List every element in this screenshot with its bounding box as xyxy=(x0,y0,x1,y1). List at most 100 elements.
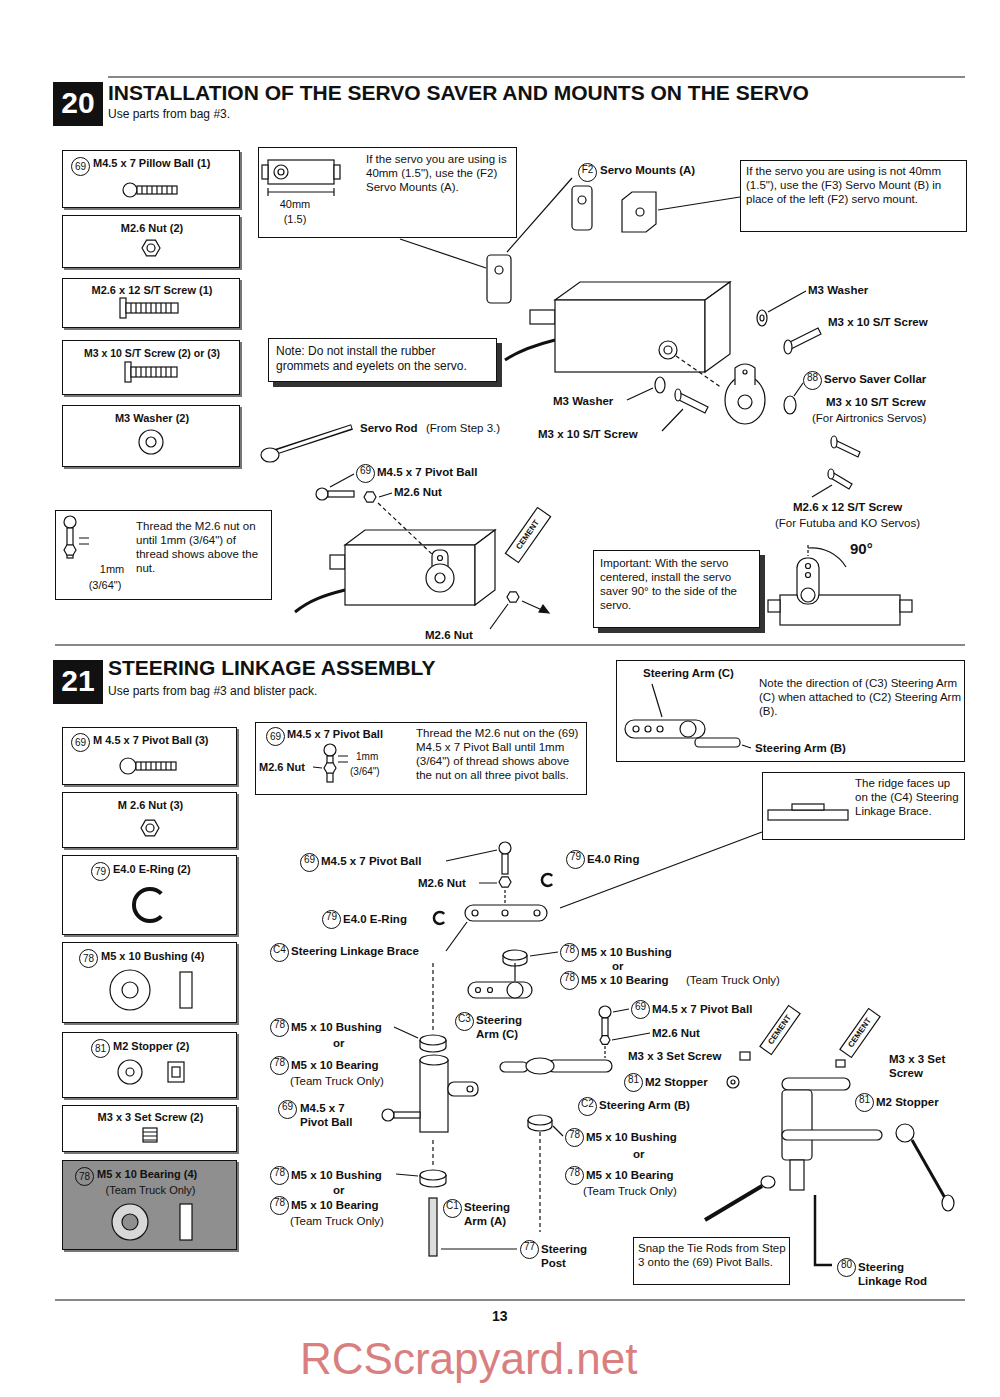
parts-box: M3 x 3 Set Screw (2) xyxy=(62,1105,237,1152)
part-label: (Team Truck Only) xyxy=(290,1214,384,1228)
node-text: M4.5 x 7 Pillow Ball (1) xyxy=(93,157,239,170)
part-label: M5 x 10 Bearing xyxy=(291,1058,379,1072)
part-label: 90° xyxy=(850,540,873,558)
part-label: Servo Mounts (A) xyxy=(600,163,695,177)
steering-illustration xyxy=(599,1006,611,1018)
steering-illustration xyxy=(790,1160,804,1190)
servo-illustration xyxy=(801,588,815,602)
callout-number: C3 xyxy=(455,1012,474,1031)
callout-number: 81 xyxy=(855,1093,874,1112)
parts-icon xyxy=(126,303,178,313)
servo-illustration xyxy=(487,255,511,303)
node-text: Snap the Tie Rods from Step 3 onto the (… xyxy=(638,1241,787,1269)
callout-number: 78 xyxy=(565,1166,584,1185)
part-label: M3 x 3 Set Screw xyxy=(628,1049,721,1063)
note-icon xyxy=(645,726,651,732)
part-label: M5 x 10 Bushing xyxy=(291,1020,382,1034)
part-label: M3 x 10 S/T Screw xyxy=(538,427,638,441)
servo-illustration xyxy=(490,604,508,629)
part-label: M4.5 x 7 Pivot Ball xyxy=(300,1101,370,1129)
node-text: Steering Arm (B) xyxy=(755,741,880,755)
part-label: (From Step 3.) xyxy=(426,421,500,435)
steering-illustration xyxy=(731,1080,735,1084)
steering-illustration xyxy=(382,1109,394,1121)
node-text: If the servo you are using is 40mm (1.5"… xyxy=(366,152,512,194)
node-text: M2.6 Nut xyxy=(259,761,315,774)
steering-illustration xyxy=(602,1018,608,1036)
note-box: Snap the Tie Rods from Step 3 onto the (… xyxy=(633,1237,790,1285)
callout-number: 69 xyxy=(356,464,375,483)
servo-illustration xyxy=(828,469,834,479)
steering-illustration xyxy=(396,1174,418,1176)
servo-illustration xyxy=(784,340,792,354)
parts-box: M2.6 x 12 S/T Screw (1) xyxy=(62,278,240,328)
steering-illustration xyxy=(600,1036,610,1045)
part-label: Steering Linkage Brace xyxy=(291,944,419,958)
servo-illustration xyxy=(555,282,730,300)
watermark: RCScrapyard.net xyxy=(300,1332,637,1386)
parts-icon xyxy=(131,367,177,377)
node-text: 1mm xyxy=(92,563,132,576)
callout-number: 77 xyxy=(520,1240,539,1259)
parts-icon xyxy=(143,1128,157,1142)
note-icon xyxy=(64,516,76,528)
parts-icon xyxy=(168,1062,184,1082)
steering-illustration xyxy=(432,963,433,1033)
note-icon xyxy=(695,738,740,747)
steering-illustration xyxy=(539,1132,540,1232)
part-label: Steering Arm (C) xyxy=(476,1013,538,1041)
callout-number: 78 xyxy=(79,949,98,968)
steering-illustration xyxy=(782,1090,812,1160)
part-label: M2 Stopper xyxy=(876,1095,939,1109)
servo-illustration xyxy=(735,364,755,385)
servo-illustration xyxy=(900,600,912,612)
node-text: M 4.5 x 7 Pivot Ball (3) xyxy=(93,734,235,747)
part-label: M3 x 10 S/T Screw xyxy=(828,315,928,329)
servo-illustration xyxy=(738,395,752,409)
callout-number: C2 xyxy=(578,1097,597,1116)
callout-number: 69 xyxy=(300,853,319,872)
note-icon xyxy=(64,545,76,555)
steering-illustration xyxy=(499,842,511,854)
servo-illustration xyxy=(539,605,549,613)
node-text: The ridge faces up on the (C4) Steering … xyxy=(855,776,963,818)
parts-icon xyxy=(131,303,171,313)
steering-illustration xyxy=(836,1060,845,1067)
part-label: M5 x 10 Bearing xyxy=(586,1168,674,1182)
parts-box: M 2.6 Nut (3) xyxy=(62,792,237,848)
parts-box: 78M5 x 10 Bearing (4)(Team Truck Only) xyxy=(62,1160,237,1250)
servo-illustration xyxy=(743,370,747,374)
parts-icon xyxy=(137,186,177,194)
steering-illustration xyxy=(553,1126,563,1136)
steering-illustration xyxy=(441,1248,517,1249)
steering-illustration xyxy=(782,1130,882,1140)
callout-number: 78 xyxy=(75,1167,94,1186)
parts-icon xyxy=(142,186,172,194)
note-icon xyxy=(64,160,848,908)
servo-illustration xyxy=(438,556,443,561)
node-text: M3 x 3 Set Screw (2) xyxy=(65,1111,236,1124)
steering-illustration xyxy=(476,988,481,993)
servo-illustration xyxy=(426,564,454,592)
steering-illustration xyxy=(394,1027,418,1038)
servo-illustration xyxy=(705,282,730,372)
part-label: M3 x 10 S/T Screw xyxy=(826,395,926,409)
servo-illustration xyxy=(364,492,376,502)
step-number: 20 xyxy=(53,82,103,126)
note-icon xyxy=(680,721,696,737)
parts-box: 78M5 x 10 Bushing (4) xyxy=(62,942,237,1023)
note-icon xyxy=(792,804,824,810)
note-box: Steering Arm (C)Note the direction of (C… xyxy=(616,660,965,762)
part-label: (Team Truck Only) xyxy=(686,973,780,987)
parts-icon xyxy=(118,1060,142,1084)
callout-number: 78 xyxy=(565,1128,584,1147)
servo-illustration xyxy=(788,328,821,349)
parts-box: M3 x 10 S/T Screw (2) or (3) xyxy=(62,340,240,395)
servo-illustration xyxy=(768,600,780,612)
tube-label: CEMENT xyxy=(846,1016,873,1050)
note-icon xyxy=(652,684,751,748)
node-text: M3 x 10 S/T Screw (2) or (3) xyxy=(65,347,239,360)
steering-illustration xyxy=(705,1186,762,1220)
part-label: M2.6 x 12 S/T Screw xyxy=(793,500,902,514)
